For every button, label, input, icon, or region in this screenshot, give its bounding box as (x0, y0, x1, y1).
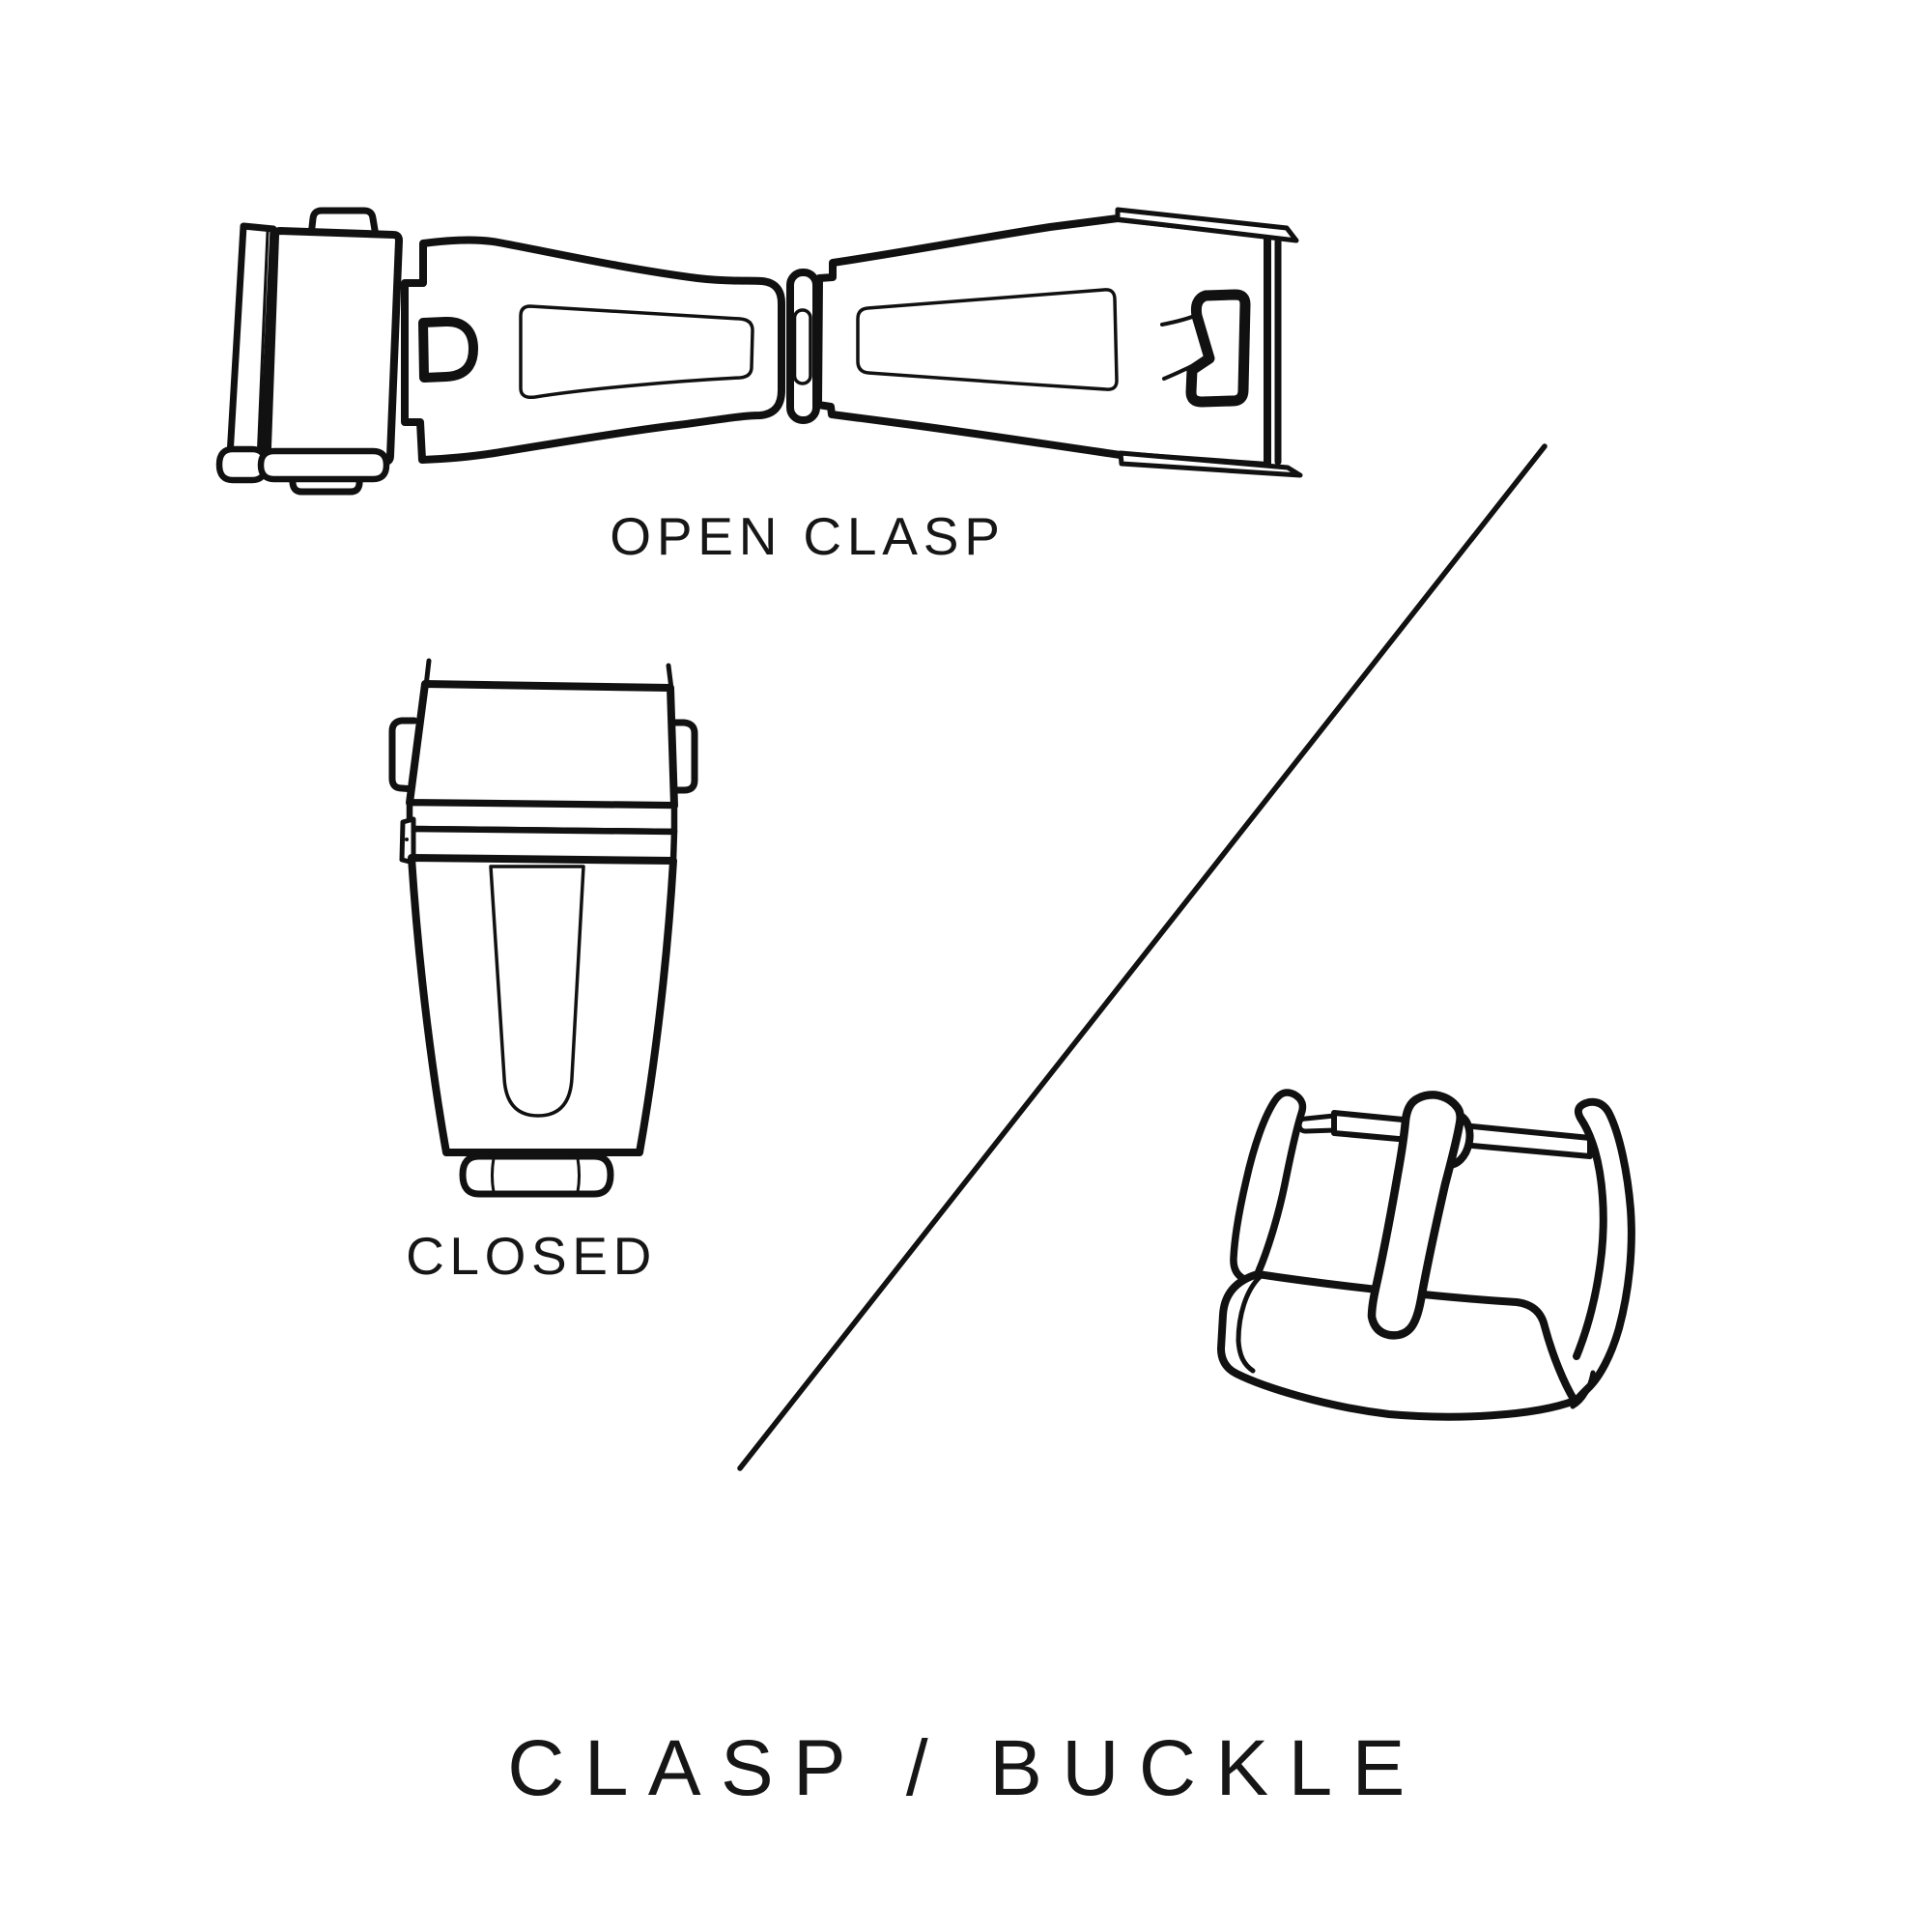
svg-text:CLASP / BUCKLE: CLASP / BUCKLE (507, 1724, 1425, 1812)
svg-text:OPEN CLASP: OPEN CLASP (610, 506, 1006, 566)
svg-text:CLOSED: CLOSED (406, 1226, 657, 1286)
